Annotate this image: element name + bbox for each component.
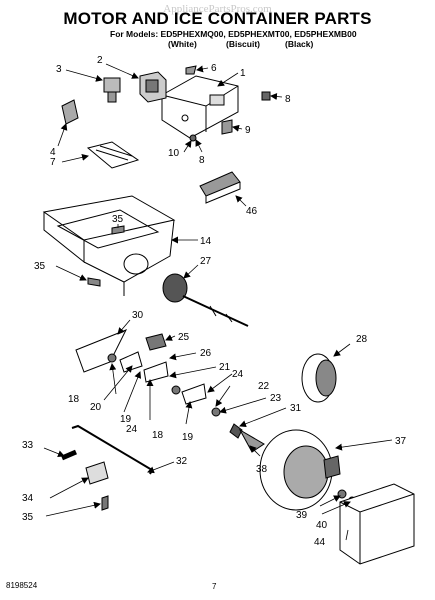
callout-46: 46 [246,206,258,217]
callout-4: 4 [50,147,56,158]
callout-18-b: 18 [152,430,164,441]
callout-8-a: 8 [285,94,291,105]
screw-6 [185,65,197,75]
callout-40: 40 [316,520,328,531]
callout-20: 20 [90,402,102,413]
callout-28: 28 [356,334,368,345]
callout-44: 44 [314,537,326,548]
callout-6: 6 [211,63,217,74]
motor-cover [161,75,239,139]
callout-8-b: 8 [199,155,205,166]
callout-14: 14 [200,236,212,247]
callout-30: 30 [132,310,144,321]
coupling [229,423,243,439]
callout-26: 26 [200,348,212,359]
page-number: 7 [212,582,217,591]
callout-24-b: 24 [126,424,138,435]
motor-mount [238,428,265,453]
drive-hub [301,353,337,403]
screw-35-c [101,495,109,511]
callout-27: 27 [200,256,212,267]
callout-35-c: 35 [22,512,34,523]
screw-10 [189,134,197,142]
models-line: For Models: ED5PHEXMQ00, ED5PHEXMT00, ED… [110,29,357,39]
callout-25: 25 [178,332,190,343]
callout-3: 3 [56,64,62,75]
bin-support [199,171,241,204]
switch [103,77,121,103]
screw-35-b [87,277,101,287]
spring [145,333,167,351]
spring-rod [61,449,77,461]
variant-black: (Black) [285,39,314,49]
callout-1: 1 [240,68,246,79]
blade-assembly [107,351,221,417]
callout-labels: 1 2 3 4 6 7 8 8 9 10 14 35 35 46 27 28 3… [22,55,407,548]
screw-8 [261,91,271,101]
callout-19-a: 19 [120,414,132,425]
variant-biscuit: (Biscuit) [226,39,260,49]
callout-10: 10 [168,148,180,159]
callout-18-a: 18 [68,394,80,405]
motor-assembly [259,429,341,511]
callout-38: 38 [256,464,268,475]
watermark: AppliancePartsPros.com [163,3,272,15]
callout-37: 37 [395,436,407,447]
wire-harness [86,141,140,169]
callout-19-b: 19 [182,432,194,443]
callout-35-a: 35 [112,214,124,225]
screw-35-a [111,225,125,235]
callout-31: 31 [290,403,302,414]
cover-plate [75,329,128,373]
rod [71,424,154,475]
ice-container [42,195,176,296]
motor-shroud [339,483,415,565]
callout-33: 33 [22,440,34,451]
auger [162,273,249,327]
bracket-9 [221,119,233,135]
document-number: 8198524 [6,581,38,590]
clip [61,99,79,125]
bracket-34 [85,461,109,485]
callout-32: 32 [176,456,188,467]
callout-21: 21 [219,362,231,373]
callout-39: 39 [296,510,308,521]
callout-22: 22 [258,381,270,392]
callout-35-b: 35 [34,261,46,272]
page-title: MOTOR AND ICE CONTAINER PARTS [63,9,372,28]
variant-white: (White) [168,39,197,49]
bracket-block [139,71,167,103]
callout-24-a: 24 [232,369,244,380]
callout-7: 7 [50,157,56,168]
leader-lines [43,63,393,541]
callout-34: 34 [22,493,34,504]
callout-9: 9 [245,125,251,136]
callout-23: 23 [270,393,282,404]
callout-2: 2 [97,55,103,66]
